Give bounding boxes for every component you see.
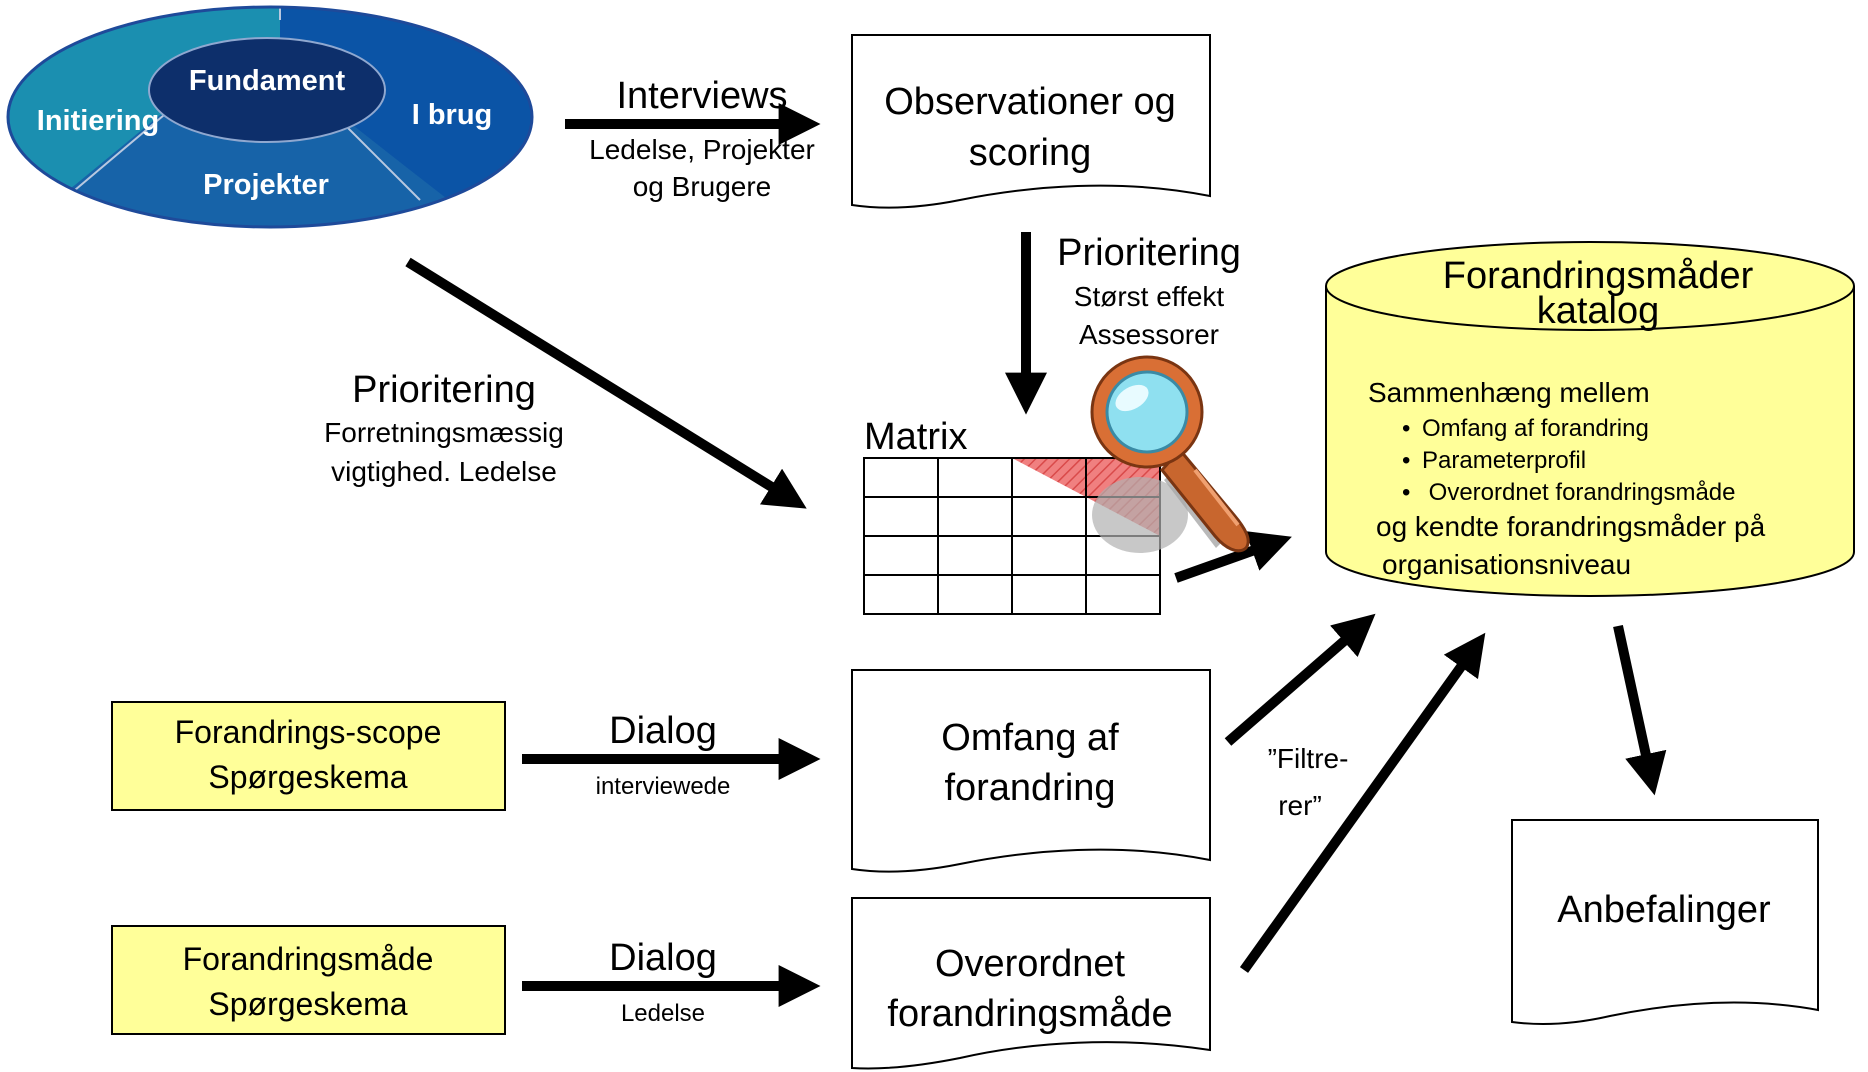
catalog-bullet-icon: • <box>1402 447 1410 474</box>
prioritering-top-line-1: Størst effekt <box>1074 281 1225 312</box>
scope-box-line-2: Spørgeskema <box>208 759 407 795</box>
catalog-bullet-icon: • <box>1402 415 1410 442</box>
omfang-line-1: Omfang af <box>941 717 1119 759</box>
dialog-1-subtitle: interviewede <box>596 773 731 800</box>
phase-ellipse: Fundament Initiering I brug Projekter <box>6 5 534 229</box>
interviews-subtitle-2: og Brugere <box>633 171 772 202</box>
catalog-outro-1: og kendte forandringsmåder på <box>1376 511 1766 542</box>
catalog-intro: Sammenhæng mellem <box>1368 377 1650 408</box>
ellipse-label-initiering: Initiering <box>37 105 159 137</box>
catalog-bullet-1: Omfang af forandring <box>1422 415 1649 442</box>
observations-line-1: Observationer og <box>884 81 1176 123</box>
method-box-line-2: Spørgeskema <box>208 986 407 1022</box>
catalog-cylinder: Forandringsmåder katalog Sammenhæng mell… <box>1325 241 1855 597</box>
ellipse-label-fundament: Fundament <box>189 65 346 97</box>
dialog-2-subtitle: Ledelse <box>621 1000 705 1027</box>
catalog-bullet-icon: • <box>1402 479 1410 506</box>
ellipse-divider <box>334 114 421 201</box>
prioritering-left-title: Prioritering <box>352 369 536 411</box>
anbefalinger-label: Anbefalinger <box>1557 889 1771 931</box>
omfang-line-2: forandring <box>944 767 1115 809</box>
interviews-title: Interviews <box>616 75 787 117</box>
prioritering-left-line-1: Forretningsmæssig <box>324 417 564 448</box>
arrow-prioritering-left <box>405 257 807 509</box>
prioritering-top-title: Prioritering <box>1057 232 1241 274</box>
dialog-1-title: Dialog <box>609 710 717 752</box>
magnifier-icon <box>1090 355 1250 553</box>
dialog-2-title: Dialog <box>609 937 717 979</box>
arrow-matrix-to-catalog <box>1174 531 1292 583</box>
method-box-line-1: Forandringsmåde <box>183 941 434 977</box>
observations-document: Observationer og scoring <box>851 34 1211 209</box>
filter-label-2: rer” <box>1278 790 1322 821</box>
method-questionnaire-box: Forandringsmåde Spørgeskema <box>111 925 506 1035</box>
arrow-overordnet-to-catalog <box>1239 632 1486 973</box>
scope-box-line-1: Forandrings-scope <box>175 714 442 750</box>
scope-questionnaire-box: Forandrings-scope Spørgeskema <box>111 701 506 811</box>
ellipse-divider <box>74 109 171 191</box>
catalog-title-2: katalog <box>1537 290 1660 332</box>
overordnet-line-1: Overordnet <box>935 943 1126 985</box>
arrows <box>405 103 1667 1007</box>
catalog-bullet-list: • Omfang af forandring • Parameterprofil… <box>1402 415 1736 506</box>
catalog-bullet-2: Parameterprofil <box>1422 447 1586 474</box>
filter-label-1: ”Filtre- <box>1268 743 1349 774</box>
overordnet-line-2: forandringsmåde <box>887 993 1172 1035</box>
arrow-omfang-to-catalog <box>1224 613 1376 746</box>
anbefalinger-document: Anbefalinger <box>1511 819 1819 1025</box>
overordnet-document: Overordnet forandringsmåde <box>851 897 1211 1070</box>
prioritering-left-line-2: vigtighed. Ledelse <box>331 456 557 487</box>
observations-line-2: scoring <box>969 132 1092 174</box>
interviews-subtitle-1: Ledelse, Projekter <box>589 134 815 165</box>
catalog-outro-2: organisationsniveau <box>1382 549 1631 580</box>
matrix-label: Matrix <box>864 416 967 458</box>
catalog-title-1: Forandringsmåder <box>1443 255 1754 297</box>
ellipse-label-projekter: Projekter <box>203 169 329 201</box>
ellipse-label-i-brug: I brug <box>412 99 493 131</box>
prioritering-top-line-2: Assessorer <box>1079 319 1219 350</box>
omfang-document: Omfang af forandring <box>851 669 1211 873</box>
ellipse-center <box>148 37 386 143</box>
arrow-catalog-to-anbefalinger <box>1613 624 1667 796</box>
catalog-bullet-3: Overordnet forandringsmåde <box>1422 479 1736 506</box>
ellipse-outline <box>6 5 534 229</box>
